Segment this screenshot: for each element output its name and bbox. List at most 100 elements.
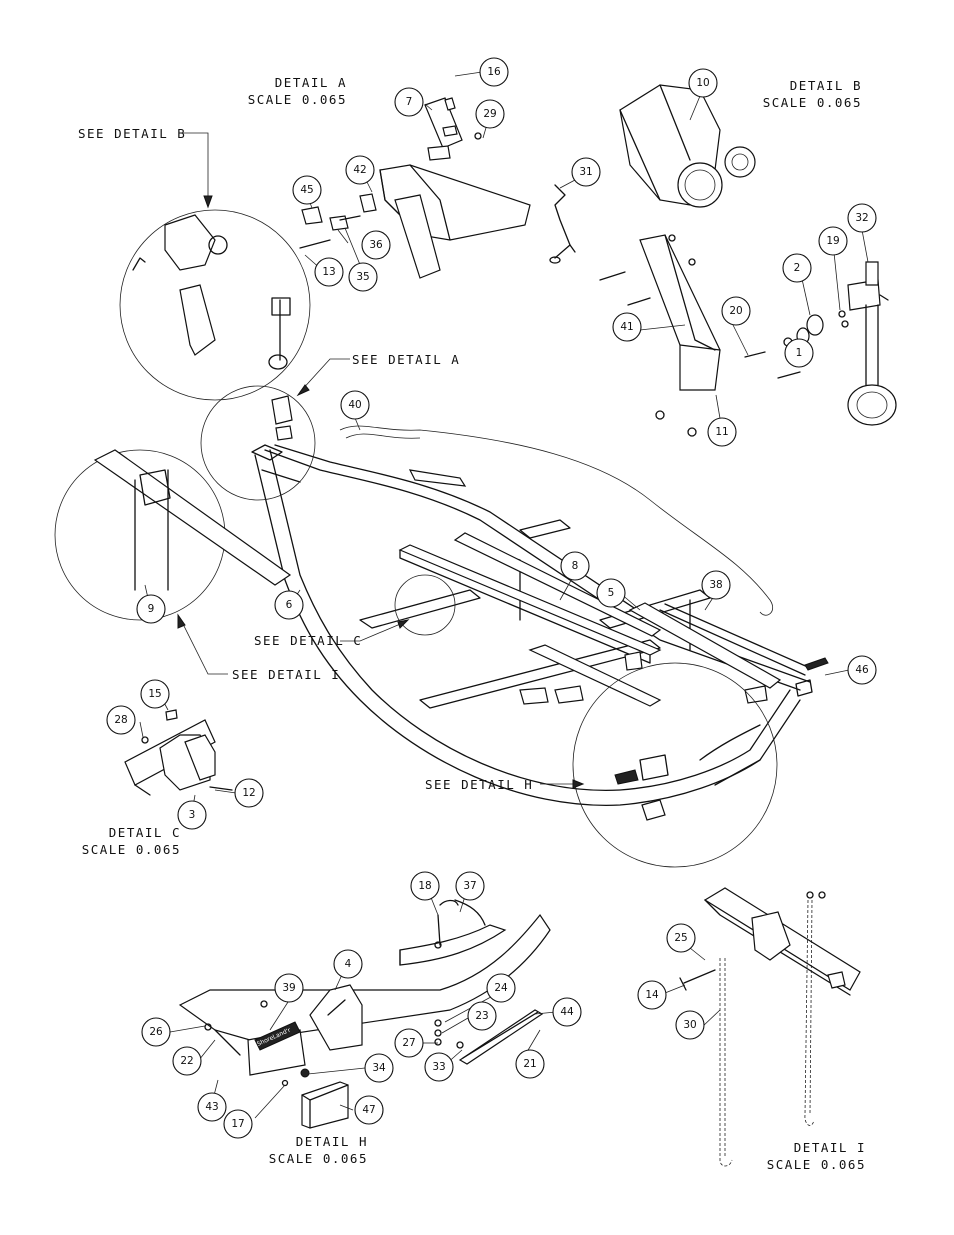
detail-b-assembly (599, 84, 897, 437)
part-bubble-32: 32 (847, 203, 877, 233)
part-bubble-34: 34 (364, 1053, 394, 1083)
svg-text:38: 38 (709, 579, 722, 591)
svg-text:41: 41 (620, 321, 633, 333)
svg-text:44: 44 (560, 1006, 574, 1018)
part-bubble-3: 3 (177, 800, 207, 830)
part-bubble-26: 26 (141, 1017, 171, 1047)
svg-text:19: 19 (826, 235, 839, 247)
captions: DETAIL A SCALE 0.065 DETAIL B SCALE 0.06… (78, 75, 866, 1172)
part-bubble-4: 4 (333, 949, 363, 979)
part-bubble-33: 33 (424, 1052, 454, 1082)
part-bubble-11: 11 (707, 417, 737, 447)
detail-c-title: DETAIL C (109, 825, 181, 840)
svg-text:22: 22 (180, 1055, 193, 1067)
svg-text:4: 4 (345, 958, 352, 970)
svg-text:26: 26 (149, 1026, 163, 1038)
svg-text:10: 10 (696, 77, 709, 89)
part-bubble-45: 45 (292, 175, 322, 205)
part-bubble-37: 37 (455, 871, 485, 901)
svg-text:18: 18 (418, 880, 431, 892)
part-bubble-5: 5 (596, 578, 626, 608)
detail-a-scale: SCALE 0.065 (248, 92, 347, 107)
part-bubble-2: 2 (782, 253, 812, 283)
svg-text:43: 43 (205, 1101, 218, 1113)
part-bubble-13: 13 (314, 257, 344, 287)
part-bubble-18: 18 (410, 871, 440, 901)
svg-text:2: 2 (794, 262, 801, 274)
part-bubble-22: 22 (172, 1046, 202, 1076)
svg-text:31: 31 (579, 166, 592, 178)
see-detail-a-label: SEE DETAIL A (352, 352, 460, 367)
part-bubble-10: 10 (688, 68, 718, 98)
part-bubble-8: 8 (560, 551, 590, 581)
svg-text:36: 36 (369, 239, 383, 251)
svg-text:24: 24 (494, 982, 508, 994)
part-bubble-43: 43 (197, 1092, 227, 1122)
see-detail-i-label: SEE DETAIL I (232, 667, 340, 682)
detail-i-assembly (679, 887, 861, 1167)
part-bubble-47: 47 (354, 1095, 384, 1125)
part-bubble-16: 16 (479, 57, 509, 87)
svg-text:3: 3 (189, 809, 196, 821)
part-bubble-31: 31 (571, 157, 601, 187)
part-bubble-9: 9 (136, 594, 166, 624)
part-bubble-39: 39 (274, 973, 304, 1003)
detail-h-mini-view (614, 724, 761, 821)
svg-text:13: 13 (322, 266, 335, 278)
svg-text:32: 32 (855, 212, 868, 224)
part-bubble-25: 25 (666, 923, 696, 953)
part-bubble-44: 44 (552, 997, 582, 1027)
svg-text:15: 15 (148, 688, 161, 700)
part-bubble-12: 12 (234, 778, 264, 808)
part-bubble-27: 27 (394, 1028, 424, 1058)
svg-text:46: 46 (855, 664, 869, 676)
svg-text:6: 6 (286, 599, 293, 611)
detail-h-title: DETAIL H (296, 1134, 368, 1149)
svg-text:29: 29 (483, 108, 496, 120)
detail-i-mini-view (93, 449, 292, 591)
part-bubble-46: 46 (847, 655, 877, 685)
svg-text:11: 11 (715, 426, 728, 438)
detail-i-scale: SCALE 0.065 (767, 1157, 866, 1172)
part-bubble-40: 40 (340, 390, 370, 420)
detail-h-assembly (178, 899, 551, 1129)
svg-text:28: 28 (114, 714, 127, 726)
part-bubble-24: 24 (486, 973, 516, 1003)
part-bubble-19: 19 (818, 226, 848, 256)
detail-b-mini-view (132, 214, 291, 370)
part-bubble-21: 21 (515, 1049, 545, 1079)
svg-text:34: 34 (372, 1062, 386, 1074)
svg-text:17: 17 (231, 1118, 244, 1130)
svg-text:1: 1 (796, 347, 803, 359)
winch-handle (549, 184, 576, 264)
part-bubble-41: 41 (612, 312, 642, 342)
part-bubble-14: 14 (637, 980, 667, 1010)
part-bubble-36: 36 (361, 230, 391, 260)
detail-a-assembly (299, 97, 531, 279)
svg-text:25: 25 (674, 932, 687, 944)
svg-text:45: 45 (300, 184, 313, 196)
part-bubble-42: 42 (345, 155, 375, 185)
svg-text:39: 39 (282, 982, 295, 994)
detail-b-title: DETAIL B (790, 78, 862, 93)
part-bubble-28: 28 (106, 705, 136, 735)
svg-text:5: 5 (608, 587, 615, 599)
svg-text:33: 33 (432, 1061, 445, 1073)
detail-a-title: DETAIL A (275, 75, 347, 90)
see-detail-c-label: SEE DETAIL C (254, 633, 362, 648)
svg-text:47: 47 (362, 1104, 375, 1116)
part-bubble-6: 6 (274, 590, 304, 620)
part-bubble-35: 35 (348, 262, 378, 292)
svg-text:7: 7 (406, 96, 413, 108)
part-bubble-23: 23 (467, 1001, 497, 1031)
svg-text:42: 42 (353, 164, 366, 176)
svg-text:35: 35 (356, 271, 369, 283)
part-bubble-30: 30 (675, 1010, 705, 1040)
part-bubble-15: 15 (140, 679, 170, 709)
svg-text:27: 27 (402, 1037, 415, 1049)
svg-text:8: 8 (572, 560, 579, 572)
svg-text:16: 16 (487, 66, 501, 78)
part-bubble-29: 29 (475, 99, 505, 129)
part-bubble-20: 20 (721, 296, 751, 326)
